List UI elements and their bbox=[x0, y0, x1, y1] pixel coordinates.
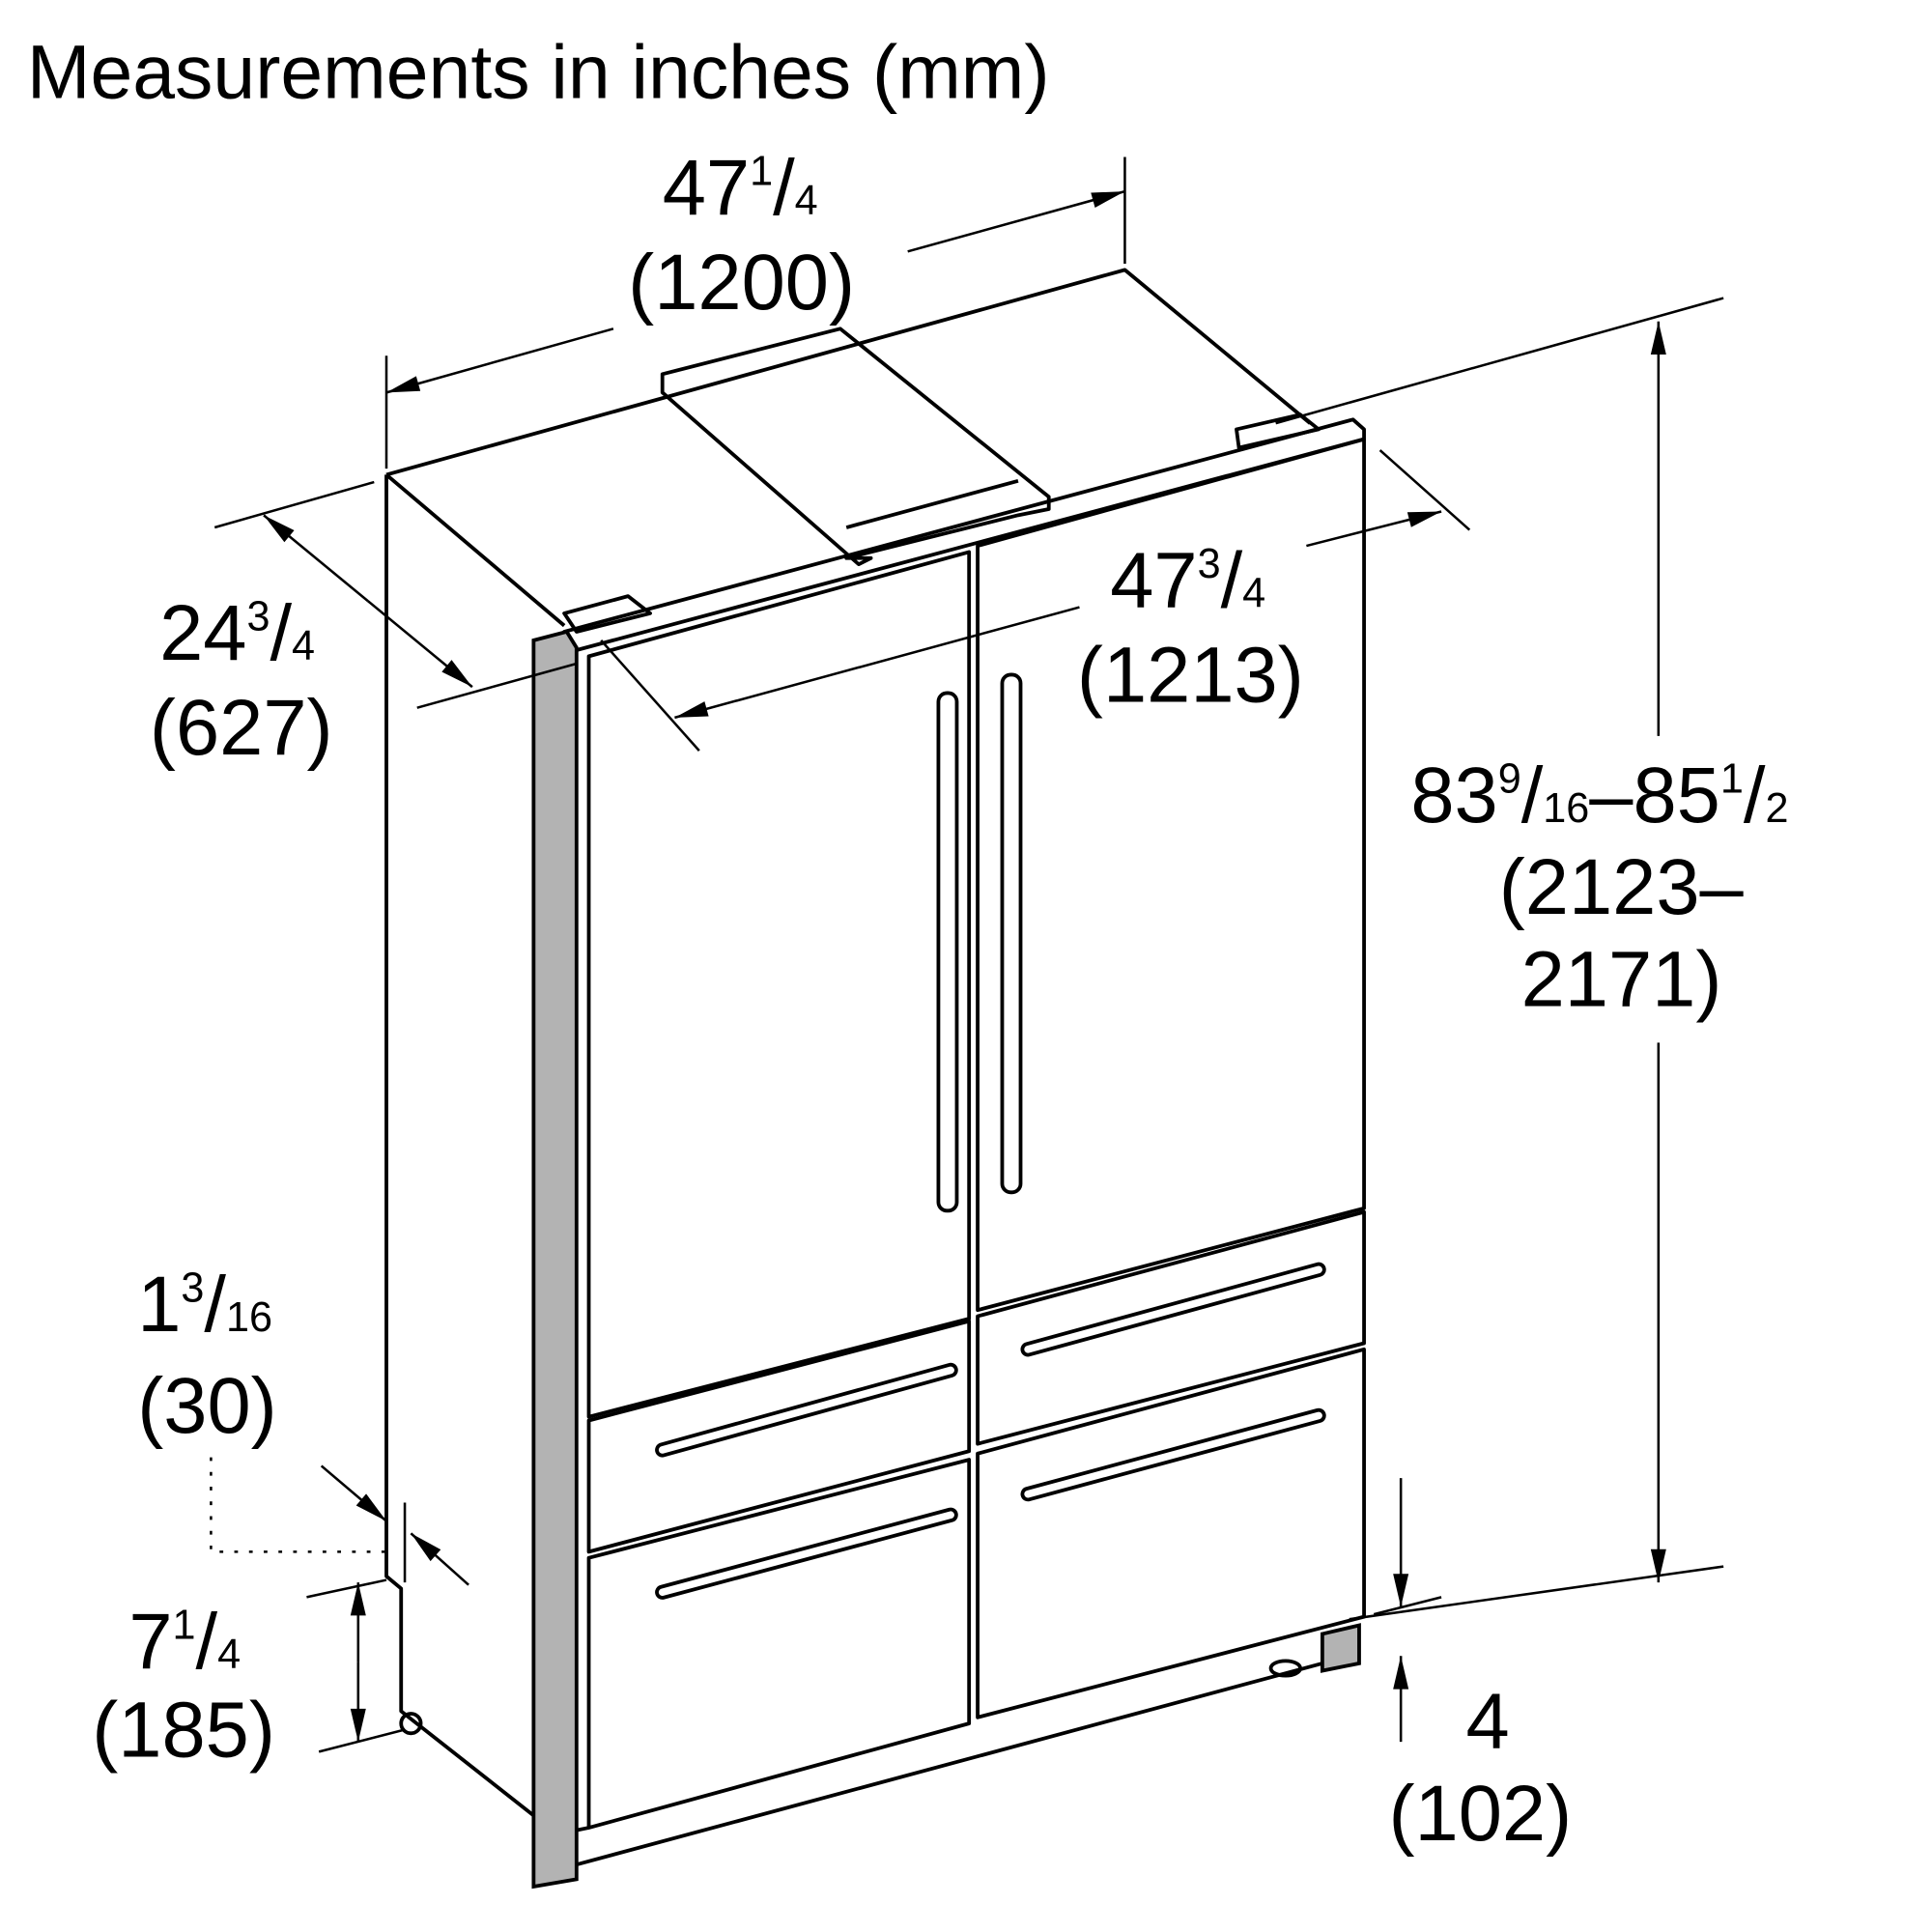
svg-text:(2123–: (2123– bbox=[1499, 843, 1745, 931]
label-door-open-width: 473/4 (1213) bbox=[1077, 537, 1304, 720]
svg-text:839/16–851/2: 839/16–851/2 bbox=[1410, 752, 1788, 839]
label-overall-width: 471/4 (1200) bbox=[628, 144, 855, 327]
svg-text:(627): (627) bbox=[150, 684, 333, 772]
left-door-handle bbox=[936, 691, 959, 1213]
svg-text:71/4: 71/4 bbox=[128, 1598, 241, 1686]
label-height: 839/16–851/2 (2123– 2171) bbox=[1410, 752, 1788, 1023]
svg-text:4: 4 bbox=[1465, 1678, 1509, 1766]
svg-text:(30): (30) bbox=[137, 1362, 277, 1450]
svg-text:(185): (185) bbox=[92, 1686, 275, 1774]
label-side-panel: 13/16 (30) bbox=[137, 1261, 277, 1450]
svg-text:(102): (102) bbox=[1388, 1770, 1572, 1858]
svg-text:243/4: 243/4 bbox=[159, 589, 315, 677]
svg-text:473/4: 473/4 bbox=[1110, 537, 1265, 625]
svg-text:13/16: 13/16 bbox=[137, 1261, 272, 1349]
label-toe-kick-depth: 71/4 (185) bbox=[92, 1598, 275, 1774]
refrigerator-drawing bbox=[384, 268, 1366, 1889]
svg-text:(1213): (1213) bbox=[1077, 631, 1304, 719]
svg-text:2171): 2171) bbox=[1521, 935, 1722, 1023]
svg-text:(1200): (1200) bbox=[628, 239, 855, 327]
right-door-handle bbox=[1000, 672, 1023, 1195]
label-depth: 243/4 (627) bbox=[150, 589, 333, 772]
dimension-lines bbox=[210, 156, 1724, 1753]
diagram-title: Measurements in inches (mm) bbox=[27, 30, 1050, 115]
label-toe-kick-height: 4 (102) bbox=[1388, 1678, 1572, 1858]
svg-text:471/4: 471/4 bbox=[663, 144, 818, 232]
